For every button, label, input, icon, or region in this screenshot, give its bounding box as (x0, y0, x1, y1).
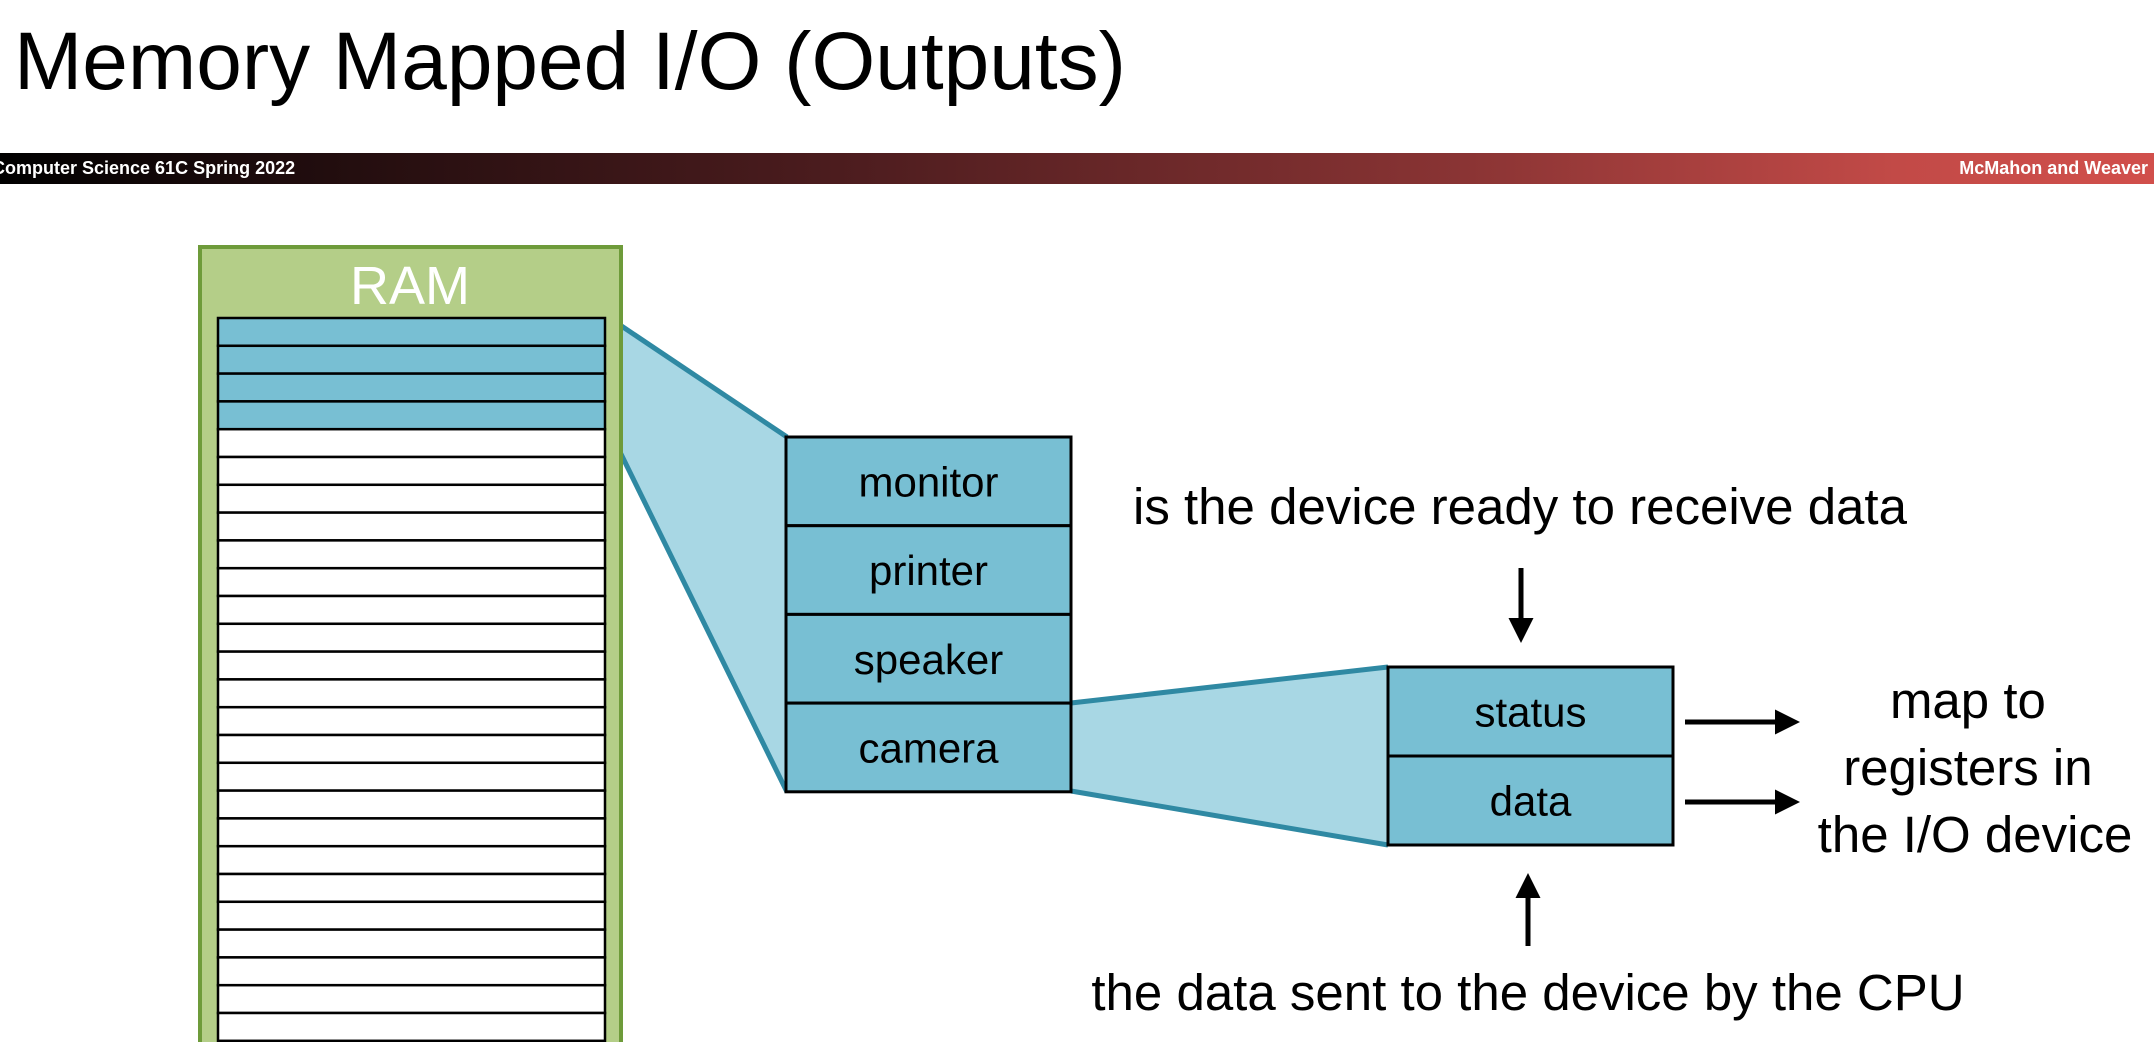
device-cell-printer: printer (784, 524, 1073, 616)
ram-row (216, 455, 607, 487)
ram-row (216, 983, 607, 1015)
device-cell-camera: camera (784, 701, 1073, 794)
ram-connector-bottom-edge (617, 450, 790, 794)
device-cell-label: monitor (858, 458, 998, 505)
status-annotation: is the device ready to receive data (1133, 478, 1908, 535)
camera-to-registers-connector (1071, 667, 1388, 845)
ram-row (216, 956, 607, 987)
ram-row (216, 566, 607, 598)
device-cell-box (784, 612, 1073, 705)
register-cell-data: data (1386, 754, 1675, 847)
ram-connector-top-edge (618, 322, 789, 440)
ram-row (216, 594, 607, 626)
course-label: Computer Science 61C Spring 2022 (0, 158, 296, 178)
ram-row (216, 789, 607, 820)
device-cell-speaker: speaker (784, 612, 1073, 705)
device-registers: status data (1386, 665, 1675, 847)
ram-row-mapped (216, 400, 607, 431)
ram-row (216, 928, 607, 959)
map-note-line-2: registers in (1843, 739, 2092, 796)
register-cell-box (1386, 665, 1675, 758)
register-cell-status: status (1386, 665, 1675, 758)
ram-row (216, 622, 607, 653)
ram-row (216, 761, 607, 792)
ram-row (216, 678, 607, 709)
ram-row (216, 483, 607, 514)
device-cell-box (784, 701, 1073, 794)
map-note-line-3: the I/O device (1818, 806, 2133, 863)
ram-row (216, 539, 607, 570)
ram-row-mapped (216, 372, 607, 403)
ram-row (216, 427, 607, 459)
ram-row (216, 650, 607, 681)
device-cell-box (784, 524, 1073, 616)
device-cell-label: speaker (854, 636, 1003, 683)
map-note: map to registers in the I/O device (1818, 672, 2133, 863)
register-cell-label: status (1474, 689, 1586, 736)
register-cell-box (1386, 754, 1675, 847)
ram-row-mapped (216, 316, 607, 348)
map-note-line-1: map to (1890, 672, 2046, 729)
ram-block: RAM (198, 245, 623, 1042)
register-cell-label: data (1490, 778, 1572, 825)
ram-row (216, 900, 607, 931)
ram-row (216, 844, 607, 876)
slide-title: Memory Mapped I/O (Outputs) (14, 16, 1126, 107)
data-annotation: the data sent to the device by the CPU (1091, 964, 1964, 1021)
ram-to-devices-connector (620, 325, 787, 792)
device-cell-label: camera (858, 725, 999, 772)
ram-row (216, 872, 607, 904)
device-cell-monitor: monitor (784, 435, 1073, 528)
ram-label: RAM (350, 256, 470, 316)
ram-row (216, 733, 607, 765)
ram-row (216, 511, 607, 542)
device-cell-box (784, 435, 1073, 528)
ram-row (216, 817, 607, 848)
ram-row-mapped (216, 344, 607, 375)
device-list: monitor printer speaker camera (784, 435, 1073, 794)
ram-row (216, 705, 607, 737)
device-cell-label: printer (869, 547, 988, 594)
ram-row (216, 1011, 607, 1042)
authors-label: McMahon and Weaver (1959, 158, 2148, 178)
ram-rows (216, 316, 607, 1042)
camera-connector-bottom-edge (1070, 788, 1389, 848)
footer-banner: Computer Science 61C Spring 2022 McMahon… (0, 153, 2154, 184)
camera-connector-top-edge (1070, 664, 1389, 706)
